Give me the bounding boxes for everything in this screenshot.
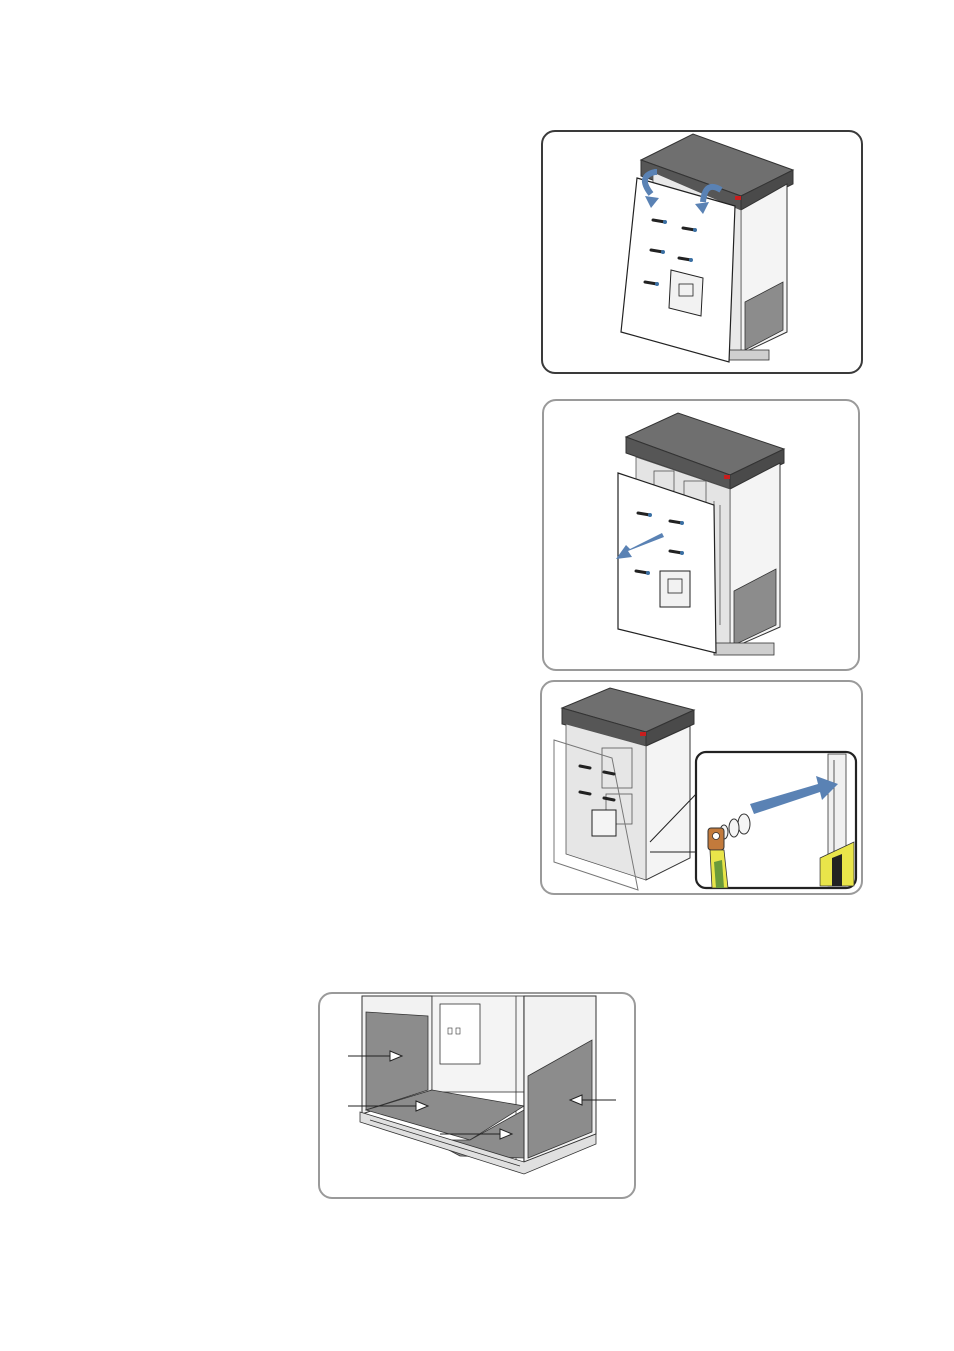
grounding-illustration [553,687,858,891]
floor-plates-illustration [348,995,616,1175]
door-removed-illustration [616,412,786,656]
figure-grounding-cable [540,680,863,895]
figure-door-open [541,130,863,374]
figure-floor-plates [318,992,636,1199]
figure-door-removed [542,399,860,671]
door-open-illustration [620,133,795,363]
